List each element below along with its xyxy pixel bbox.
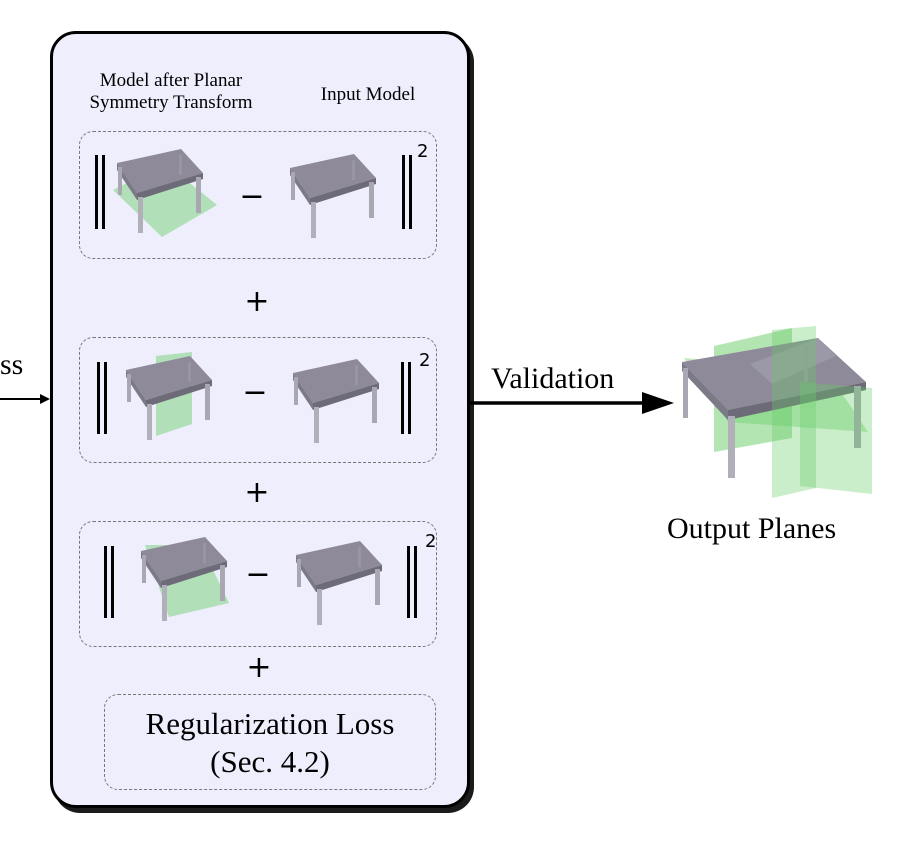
norm-bar-right [401, 362, 404, 434]
regularization-loss-label: Regularization Loss [145, 706, 395, 741]
minus-operator: − [245, 557, 271, 592]
symmetry-distance-term-3 [79, 521, 437, 647]
norm-bar-left [104, 546, 107, 618]
norm-bar-right [407, 546, 410, 618]
output-planes-label: Output Planes [667, 512, 837, 545]
norm-bar-right [414, 546, 417, 618]
output-planes-table-icon [682, 326, 872, 498]
norm-bar-right [409, 155, 412, 229]
symmetry-distance-term-2 [79, 337, 437, 463]
norm-bar-left [97, 362, 100, 434]
transformed-model-label: Model after Planar Symmetry Transform [89, 70, 253, 113]
input-table-icon [296, 541, 382, 625]
norm-bar-left [111, 546, 114, 618]
plus-operator: + [244, 475, 270, 510]
symmetry-distance-term-1 [79, 131, 437, 259]
left-cut-label: ss [0, 348, 24, 381]
validation-label: Validation [491, 362, 615, 395]
input-table-icon [290, 154, 376, 238]
regularization-loss-box [104, 694, 436, 790]
norm-bar-right [402, 155, 405, 229]
transformed-table-icon [141, 537, 229, 621]
input-model-label: Input Model [320, 84, 416, 105]
squared-exponent: 2 [417, 141, 429, 162]
validation-arrow [470, 392, 674, 414]
plus-operator: + [246, 650, 272, 685]
norm-bar-left [104, 362, 107, 434]
norm-bar-left [95, 155, 98, 229]
regularization-section-ref: (Sec. 4.2) [210, 744, 330, 779]
input-table-icon [293, 359, 379, 443]
transformed-table-icon [126, 352, 212, 440]
norm-bar-left [102, 155, 105, 229]
input-arrow [0, 394, 50, 404]
transformed-table-icon [113, 149, 217, 237]
squared-exponent: 2 [425, 531, 437, 552]
minus-operator: − [242, 375, 268, 410]
plus-operator: + [244, 284, 270, 319]
minus-operator: − [239, 179, 265, 214]
norm-bar-right [408, 362, 411, 434]
loss-panel [50, 31, 470, 808]
squared-exponent: 2 [419, 350, 431, 371]
